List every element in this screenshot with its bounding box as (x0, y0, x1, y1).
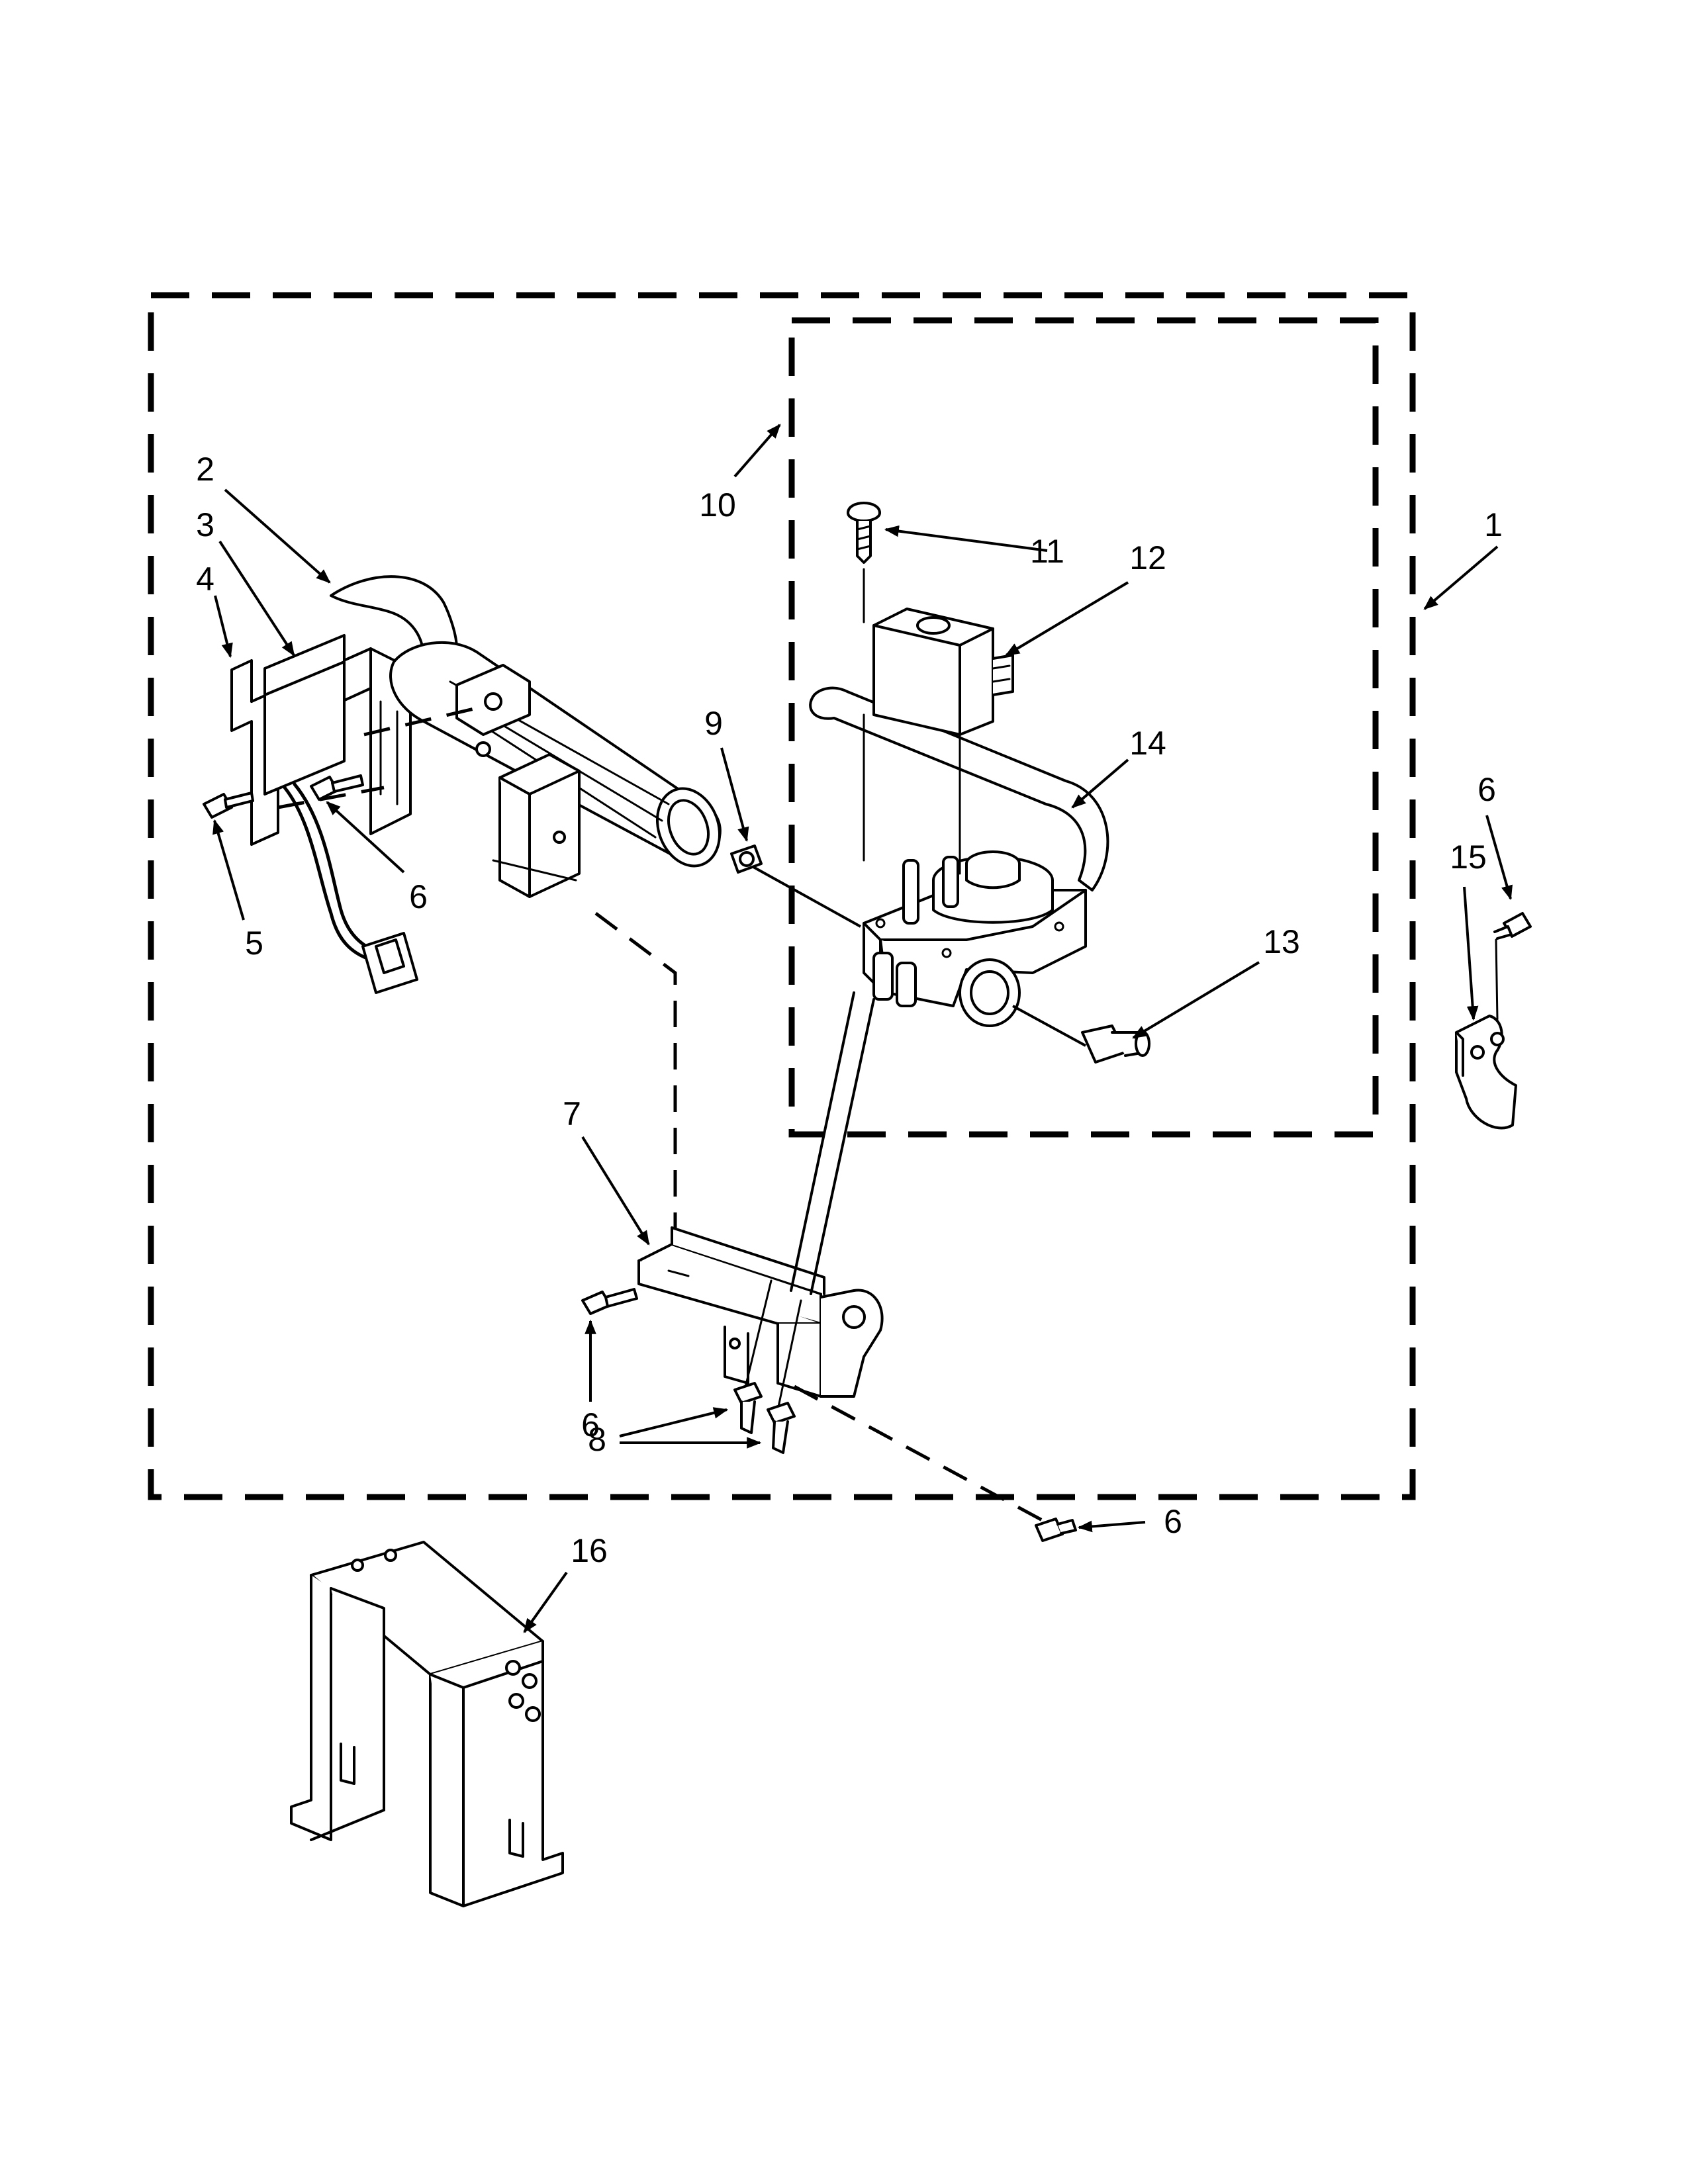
callout-10: 10 (699, 486, 736, 523)
fitting-13-part (1012, 1005, 1150, 1064)
screw-8a-part (733, 1382, 763, 1434)
mount-line-screw (277, 786, 385, 809)
screw-6-bracket-part (581, 1288, 638, 1315)
igniter-bracket-part (230, 634, 412, 846)
mount-line-orifice (741, 859, 861, 928)
screw-6-lower-part (1035, 1518, 1077, 1542)
assembly-boundary-outer (148, 292, 1416, 1500)
leader-12 (1005, 581, 1129, 657)
mount-line-valve-screw (863, 568, 961, 875)
leader-4 (214, 595, 233, 659)
leader-1 (1423, 545, 1499, 610)
mount-line-tube-to-bracket (594, 912, 677, 1244)
screw-6-right-part (1493, 912, 1532, 940)
leader-14 (1071, 758, 1129, 809)
callout-6-bracket: 6 (581, 1406, 600, 1443)
callout-2: 2 (196, 451, 214, 488)
mount-line-lower-screw (793, 1385, 1047, 1524)
frame-16-part (290, 1541, 564, 1907)
callout-14: 14 (1129, 725, 1166, 762)
mount-line-bracket (363, 706, 477, 737)
callout-5: 5 (245, 925, 263, 962)
burner-tube-part (330, 575, 722, 868)
leader-lines (212, 424, 1513, 1633)
leader-15 (1463, 886, 1479, 1021)
callout-6-lower: 6 (1164, 1503, 1182, 1540)
leader-6-right (1485, 815, 1513, 901)
callout-12: 12 (1129, 539, 1166, 576)
leader-8a (619, 1407, 729, 1437)
callout-6-left: 6 (409, 878, 428, 915)
callout-9: 9 (704, 705, 723, 742)
valve-screw-11-part (847, 502, 881, 564)
leader-6-left (326, 801, 405, 874)
valve-mount-bracket-7-part (637, 1226, 884, 1398)
callout-3: 3 (196, 506, 214, 543)
screw-6-upper-left-part (310, 774, 364, 801)
mount-line-valve-to-bracket (790, 991, 875, 1295)
callout-16: 16 (571, 1532, 608, 1569)
callout-8: 8 (588, 1421, 606, 1458)
leader-6-lower (1077, 1520, 1146, 1533)
mount-line-bracket-screws (743, 1279, 802, 1411)
leader-11 (884, 525, 1048, 552)
callout-labels: 1 2 3 4 5 6 7 6 8 9 10 11 12 14 13 6 16 … (196, 451, 1503, 1569)
leader-2 (224, 488, 331, 584)
leader-5 (212, 819, 245, 921)
screw-8b-part (767, 1402, 796, 1454)
callout-6-right: 6 (1477, 771, 1496, 808)
leader-16 (523, 1571, 568, 1633)
assembly-boundary-valve (788, 317, 1379, 1138)
callout-15: 15 (1450, 839, 1487, 876)
igniter-wire-harness (283, 782, 418, 994)
leader-9 (720, 747, 749, 842)
leader-10 (733, 424, 781, 478)
callout-7: 7 (563, 1095, 581, 1132)
valve-coil-12-part (872, 608, 1014, 736)
screw-5-part (203, 792, 254, 819)
callout-4: 4 (196, 561, 214, 598)
orifice-9-part (730, 844, 763, 874)
gas-valve-body-part (863, 850, 1087, 1027)
valve-pipe-14-part (809, 686, 1109, 891)
callout-13: 13 (1263, 923, 1300, 960)
leader-7 (581, 1136, 650, 1246)
leader-3 (218, 540, 295, 657)
flame-sensor-bracket (492, 753, 581, 898)
clip-15-part (1455, 938, 1517, 1130)
callout-1: 1 (1484, 506, 1503, 543)
callout-11: 11 (1030, 533, 1064, 570)
leader-13 (1132, 961, 1260, 1039)
